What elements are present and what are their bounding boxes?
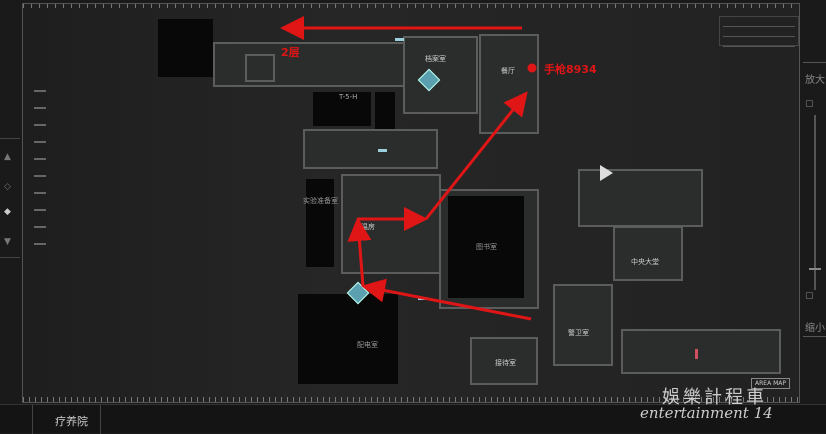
player-position-icon — [600, 165, 613, 181]
route-arrow — [424, 91, 528, 220]
bottom-ruler — [23, 397, 799, 402]
room-small — [245, 54, 275, 82]
unexplored-area — [306, 179, 334, 267]
label-south-room: 配电室 — [357, 341, 378, 349]
room-reception — [470, 337, 538, 385]
watermark-text: entertainment 14 — [640, 404, 773, 422]
room-central-hall — [613, 226, 683, 281]
divider — [32, 405, 33, 434]
route-arrow — [361, 278, 532, 321]
floor-ticks — [34, 90, 46, 260]
door — [395, 38, 404, 41]
watermark-logo: 娛樂計程車 — [662, 387, 767, 408]
library-floor — [448, 196, 524, 298]
label-archive: 档案室 — [425, 55, 446, 63]
label-guard: 警卫室 — [568, 329, 589, 337]
floor-label: 2层 — [281, 46, 300, 59]
up-arrow-icon[interactable]: ▲ — [4, 152, 11, 162]
setting-slider[interactable] — [723, 38, 795, 47]
map-settings-panel — [719, 16, 799, 47]
area-name: 疗养院 — [55, 415, 88, 428]
floor-selector: ▲ ◇ ◆ ▼ — [0, 138, 20, 258]
unexplored-area — [158, 19, 213, 77]
door — [378, 149, 387, 152]
setting-slider[interactable] — [723, 18, 795, 27]
zoom-out-button[interactable]: 缩小 — [805, 323, 825, 334]
top-ruler — [23, 4, 799, 8]
divider — [100, 405, 101, 434]
zoom-slider[interactable] — [814, 115, 816, 290]
room-archive — [403, 36, 478, 114]
floor-hollow-icon[interactable]: ◇ — [4, 182, 11, 192]
route-arrow — [347, 217, 372, 287]
corridor-mid — [303, 129, 438, 169]
setting-slider[interactable] — [723, 28, 795, 37]
unexplored-area — [313, 92, 371, 126]
floor-filled-icon[interactable]: ◆ — [4, 207, 11, 217]
down-arrow-icon[interactable]: ▼ — [4, 237, 11, 247]
zoom-out-icon[interactable]: ▢ — [805, 291, 814, 301]
label-central-hall: 中央大堂 — [631, 258, 659, 266]
locked-door — [695, 349, 698, 359]
item-marker-dot — [527, 63, 537, 73]
zoom-in-icon[interactable]: ▢ — [805, 99, 814, 109]
map-view[interactable]: 档案室 餐厅 T-5-H 实验准备室 温房 图书室 配电室 接待室 警卫室 中央… — [22, 3, 800, 403]
item-marker-label: 手枪8934 — [544, 63, 597, 76]
label-library: 图书室 — [476, 243, 497, 251]
zoom-panel: 放大 ▢ ▢ 缩小 — [803, 62, 826, 337]
zoom-in-button[interactable]: 放大 — [805, 75, 825, 86]
label-dining: 餐厅 — [501, 67, 515, 75]
bottom-bar: 疗养院 — [0, 404, 826, 434]
label-west-room: 实验准备室 — [303, 197, 338, 205]
zoom-slider-thumb[interactable] — [809, 268, 821, 270]
label-top-room: T-5-H — [339, 93, 358, 101]
room-east — [621, 329, 781, 374]
area-map-button[interactable]: AREA MAP — [751, 378, 790, 389]
room-guard — [553, 284, 613, 366]
unexplored-area — [298, 294, 398, 384]
label-reception: 接待室 — [495, 359, 516, 367]
